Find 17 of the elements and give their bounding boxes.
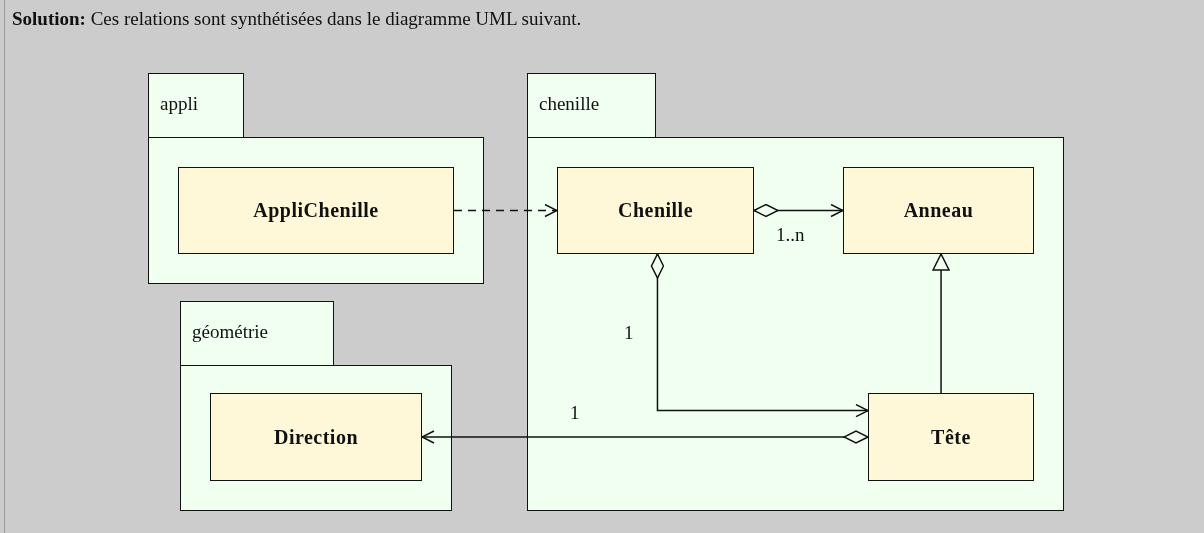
caption-text: Solution: Ces relations sont synthétisées dans le diagramme UML suivant. xyxy=(12,8,582,30)
package-tab: appli xyxy=(148,73,244,138)
multiplicity-label: 1 xyxy=(624,322,634,344)
class-box: Direction xyxy=(210,393,422,481)
aggregation-arrow xyxy=(753,203,844,218)
class-box: AppliChenille xyxy=(178,167,454,254)
package-tab: géométrie xyxy=(180,301,334,366)
class-box: Chenille xyxy=(557,167,754,254)
dependency-arrow xyxy=(453,203,558,218)
aggregation-arrow xyxy=(421,430,869,444)
aggregation-arrow xyxy=(650,253,869,418)
inheritance-arrow xyxy=(932,253,950,394)
package-tab: chenille xyxy=(527,73,656,138)
multiplicity-label: 1 xyxy=(570,402,580,424)
class-box: Anneau xyxy=(843,167,1034,254)
class-box: Tête xyxy=(868,393,1034,481)
multiplicity-label: 1..n xyxy=(776,224,805,246)
